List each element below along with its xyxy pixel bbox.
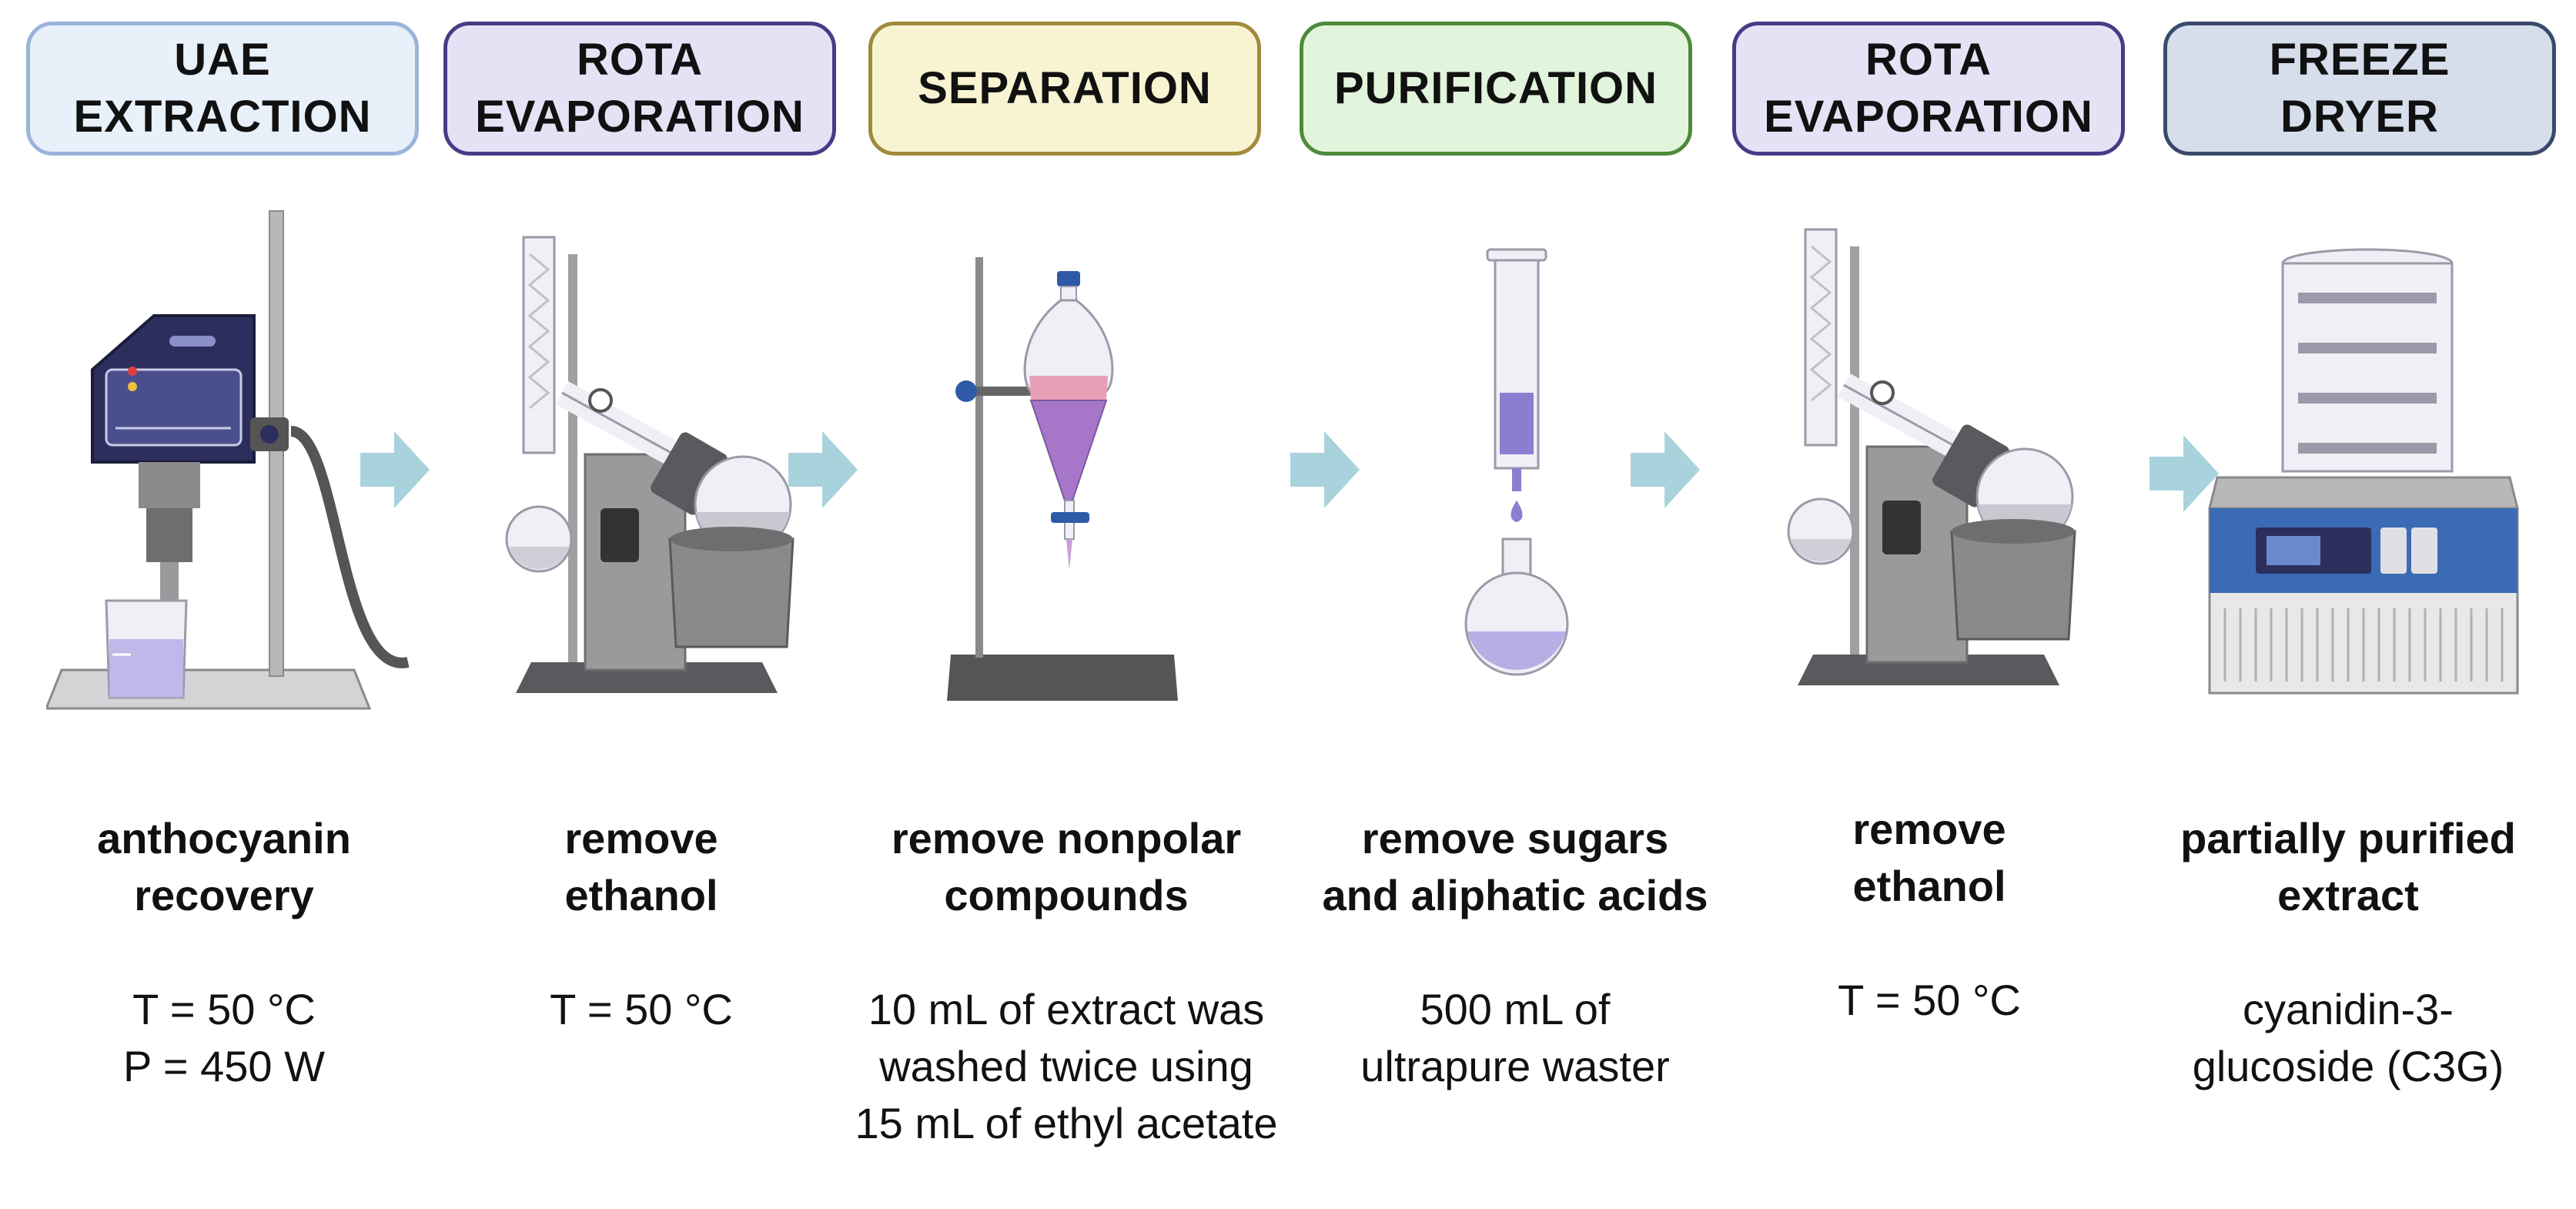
caption-title: remove ethanol [1852,805,2006,910]
stage-header-rota-evaporation-2: ROTA EVAPORATION [1732,22,2125,156]
caption-title: remove nonpolar compounds [891,814,1242,919]
stage-caption-6: partially purified extract cyanidin-3- g… [2079,753,2576,1152]
rotary-evaporator-icon [505,236,795,693]
flow-arrow-icon [1290,431,1360,508]
chromatography-column-icon [1464,248,1569,676]
caption-detail: T = 50 °C [1838,976,2021,1024]
caption-title: remove ethanol [564,814,718,919]
stage-caption-5: remove ethanol T = 50 °C [1660,744,2199,1086]
flow-arrow-icon [2149,435,2219,512]
caption-title: anthocyanin recovery [97,814,351,919]
caption-title: remove sugars and aliphatic acids [1322,814,1708,919]
flow-arrow-icon [360,431,430,508]
stage-header-uae-extraction: UAE EXTRACTION [26,22,419,156]
stage-header-rota-evaporation: ROTA EVAPORATION [443,22,836,156]
separatory-funnel-icon [947,257,1178,701]
caption-detail: cyanidin-3- glucoside (C3G) [2192,985,2504,1090]
stage-header-purification: PURIFICATION [1300,22,1692,156]
stage-caption-2: remove ethanol T = 50 °C [372,753,911,1095]
flow-arrow-icon [1631,431,1700,508]
flow-arrow-icon [788,431,858,508]
stage-header-freeze-dryer: FREEZE DRYER [2163,22,2556,156]
rotary-evaporator-icon [1787,228,2076,685]
caption-detail: T = 50 °C [550,985,733,1033]
freeze-dryer-icon [2208,248,2519,695]
caption-title: partially purified extract [2180,814,2516,919]
ultrasonic-homogenizer-icon [46,210,410,710]
stage-header-separation: SEPARATION [868,22,1261,156]
